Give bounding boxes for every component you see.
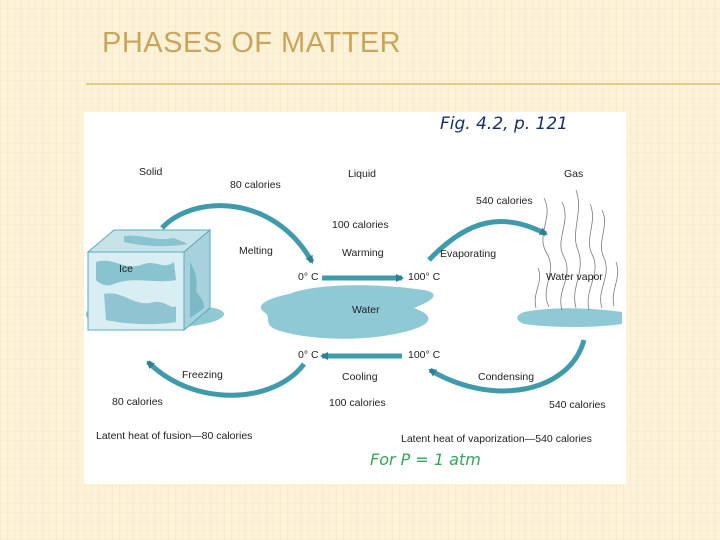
label-freezing: Freezing bbox=[182, 369, 223, 381]
handwritten-pressure-note: For P = 1 atm bbox=[370, 450, 481, 469]
label-bottom-temp-right: 100° C bbox=[408, 349, 441, 361]
phase-diagram-figure: Fig. 4.2, p. 121 For P = 1 atm Solid Liq… bbox=[84, 112, 626, 484]
handwritten-figure-reference: Fig. 4.2, p. 121 bbox=[440, 114, 568, 134]
label-warming-calories: 100 calories bbox=[332, 219, 389, 231]
label-gas: Gas bbox=[564, 168, 584, 180]
label-cooling: Cooling bbox=[342, 371, 378, 383]
label-evaporating-calories: 540 calories bbox=[476, 195, 533, 207]
title-divider bbox=[86, 83, 720, 85]
water-puddle bbox=[260, 285, 434, 339]
label-cooling-calories: 100 calories bbox=[329, 397, 386, 409]
water-vapor-wisps bbox=[534, 189, 619, 311]
vapor-puddle bbox=[517, 308, 622, 327]
slide-title: PHASES OF MATTER bbox=[102, 27, 402, 59]
label-melting: Melting bbox=[239, 245, 273, 257]
label-evaporating: Evaporating bbox=[440, 248, 497, 260]
label-latent-heat-fusion: Latent heat of fusion—80 calories bbox=[96, 430, 253, 442]
label-water: Water bbox=[352, 304, 380, 316]
freezing-arrow bbox=[146, 360, 306, 398]
label-condensing-calories: 540 calories bbox=[549, 399, 606, 411]
label-melting-calories: 80 calories bbox=[230, 179, 281, 191]
label-water-vapor: Water vapor bbox=[546, 271, 603, 283]
label-top-temp-right: 100° C bbox=[408, 271, 441, 283]
label-condensing: Condensing bbox=[478, 371, 535, 383]
label-warming: Warming bbox=[342, 247, 384, 259]
label-solid: Solid bbox=[139, 166, 163, 178]
label-bottom-temp-left: 0° C bbox=[298, 349, 319, 361]
label-liquid: Liquid bbox=[348, 168, 377, 180]
label-freezing-calories: 80 calories bbox=[112, 396, 163, 408]
ice-cube-illustration bbox=[86, 228, 212, 332]
condensing-arrow bbox=[428, 339, 587, 394]
phase-diagram-art bbox=[85, 189, 622, 398]
label-ice: Ice bbox=[119, 263, 134, 275]
label-latent-heat-vaporization: Latent heat of vaporization—540 calories bbox=[401, 433, 592, 445]
evaporating-arrow bbox=[427, 219, 548, 262]
label-top-temp-left: 0° C bbox=[298, 271, 319, 283]
melting-arrow bbox=[160, 203, 315, 264]
